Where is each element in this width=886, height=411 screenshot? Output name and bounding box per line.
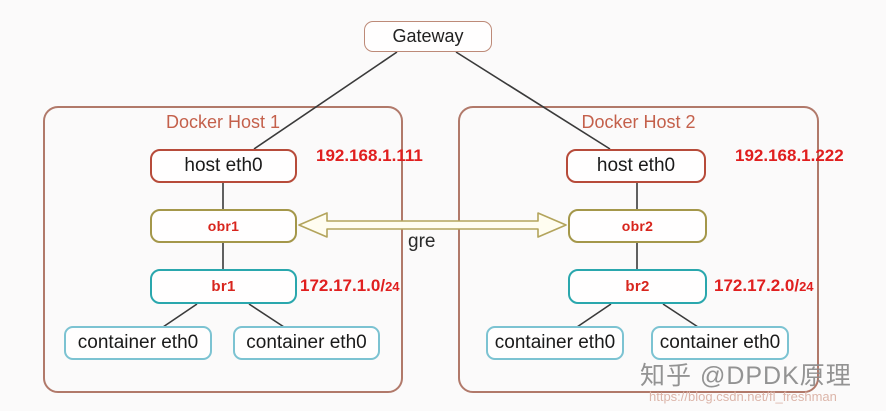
host2-eth0-label: host eth0 [596, 155, 676, 176]
host1-ip-label: 192.168.1.111 [316, 146, 423, 165]
docker-host-2-box [458, 106, 819, 393]
connector-br1-container2 [248, 303, 285, 328]
csdn-url-watermark: https://blog.csdn.net/fl_freshman [649, 389, 837, 404]
host1-subnet-label: 172.17.1.0/24 [300, 276, 400, 296]
host2-obr2-node: obr2 [568, 209, 707, 243]
host1-container1-node: container eth0 [64, 326, 212, 360]
host2-ip-label: 192.168.1.222 [735, 146, 844, 165]
gre-tunnel-arrow [298, 212, 567, 238]
gateway-label: Gateway [392, 26, 464, 46]
host2-container1-node: container eth0 [486, 326, 624, 360]
gateway-node: Gateway [364, 21, 492, 52]
host2-eth0-node: host eth0 [566, 149, 706, 183]
host1-container2-node: container eth0 [233, 326, 380, 360]
host1-subnet-mask: 24 [385, 279, 400, 294]
host2-container1-label: container eth0 [494, 332, 616, 353]
host2-subnet-base: 172.17.2.0/ [714, 276, 800, 295]
host2-obr2-label: obr2 [621, 218, 654, 234]
host1-subnet-base: 172.17.1.0/ [300, 276, 386, 295]
connector-gateway-host2 [455, 51, 611, 150]
host2-container2-node: container eth0 [651, 326, 789, 360]
host1-eth0-label: host eth0 [184, 155, 263, 176]
host2-subnet-mask: 24 [799, 279, 814, 294]
host2-br2-node: br2 [568, 269, 707, 304]
host1-eth0-node: host eth0 [150, 149, 297, 183]
host2-container2-label: container eth0 [659, 332, 781, 353]
host1-container2-label: container eth0 [246, 332, 367, 353]
host1-br1-node: br1 [150, 269, 297, 304]
host1-br1-label: br1 [211, 278, 236, 295]
gre-tunnel-label: gre [408, 231, 436, 252]
connector-br2-container1 [576, 303, 612, 328]
host1-container1-label: container eth0 [77, 332, 199, 353]
host2-subnet-label: 172.17.2.0/24 [714, 276, 814, 296]
zhihu-watermark: 知乎 @DPDK原理 [640, 362, 852, 390]
host1-obr1-node: obr1 [150, 209, 297, 243]
connector-br1-container1 [162, 303, 198, 328]
docker-host-2-title: Docker Host 2 [581, 112, 696, 132]
host1-obr1-label: obr1 [207, 218, 240, 234]
connector-gateway-host1 [253, 51, 398, 150]
connector-br2-container2 [662, 303, 699, 328]
host2-br2-label: br2 [625, 278, 650, 295]
docker-host-1-box [43, 106, 403, 393]
docker-host-1-title: Docker Host 1 [165, 112, 281, 132]
